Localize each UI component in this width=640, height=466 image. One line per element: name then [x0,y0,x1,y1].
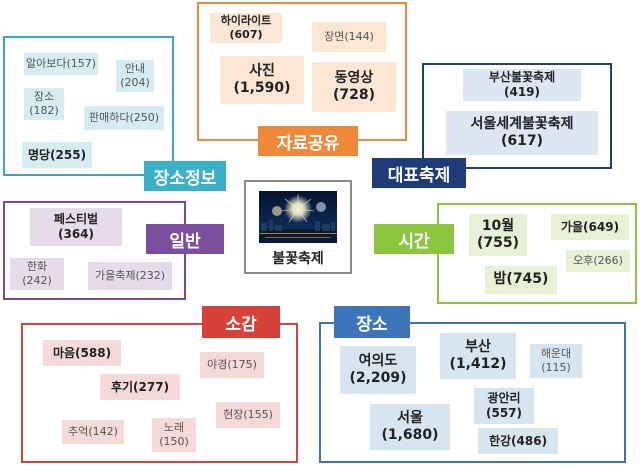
center-title: 불꽃축제 [246,248,350,268]
keyword-best-spot: 명당(255) [22,142,92,168]
keyword-find-out: 알아보다(157) [24,53,98,75]
keyword-night-view: 야경(175) [200,352,264,378]
header-sogam: 소감 [202,306,280,338]
keyword-yeouido: 여의도 (2,209) [340,346,416,394]
keyword-autumn: 가을(649) [551,214,629,240]
keyword-autumn-festival: 가을축제(232) [88,262,172,290]
keyword-haeundae: 해운대 (115) [530,344,582,378]
header-jaryo: 자료공유 [258,126,358,156]
keyword-highlight: 하이라이트 (607) [210,13,282,43]
keyword-song: 노래 (150) [152,418,196,452]
header-jangso-info: 장소정보 [144,161,226,191]
header-jangso: 장소 [334,306,410,338]
header-sigan: 시간 [374,224,454,254]
keyword-busan-festival: 부산불꽃축제 (419) [463,69,581,101]
keyword-october: 10월 (755) [469,214,527,256]
keyword-festival: 페스티벌 (364) [30,208,122,246]
keyword-guide: 안내 (204) [116,60,154,92]
keyword-night: 밤(745) [485,266,557,294]
keyword-scene: 장면(144) [312,22,386,52]
keyword-review: 후기(277) [100,374,180,400]
keyword-seoul-world-festival: 서울세계불꽃축제 (617) [446,111,598,155]
keyword-video: 동영상 (728) [312,62,396,112]
keyword-heart: 마음(588) [43,340,121,366]
keyword-seoul: 서울 (1,680) [370,404,450,450]
keyword-place: 장소 (182) [24,88,64,120]
keyword-hangang: 한강(486) [478,428,558,454]
keyword-sell: 판매하다(250) [84,106,164,130]
keyword-on-site: 현장(155) [216,402,280,428]
keyword-gwangalli: 광안리 (557) [474,388,534,424]
keyword-photo: 사진 (1,590) [220,56,304,104]
header-ilban: 일반 [146,224,224,254]
keyword-hanwha: 한화 (242) [10,258,64,290]
keyword-memory: 추억(142) [62,420,124,444]
keyword-busan: 부산 (1,412) [440,333,516,379]
header-daepyo: 대표축제 [372,158,466,188]
center-node: 불꽃축제 [244,180,352,274]
fireworks-image [259,191,337,243]
keyword-afternoon: 오후(266) [566,250,630,272]
